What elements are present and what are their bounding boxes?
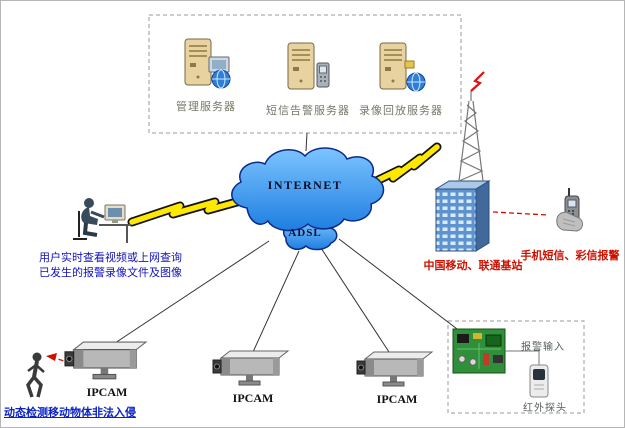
ipcam-icon <box>64 341 147 380</box>
alarm-input-label: 报警输入 <box>521 342 565 353</box>
base-station-label: 中国移动、联通基站 <box>423 260 523 272</box>
internet-label: INTERNET <box>267 178 343 192</box>
user-caption-line2: 已发生的报警录像文件及图像 <box>39 267 182 279</box>
pcb-to-sensor-wire <box>505 350 540 365</box>
adsl-label: ADSL <box>288 227 322 239</box>
sms-alert-server-label: 短信告警服务器 <box>266 105 350 117</box>
detection-arrowhead <box>46 353 57 361</box>
user-workstation-icon <box>73 198 131 243</box>
user-caption-line1: 用户实时查看视频或上网查询 <box>39 252 182 264</box>
ipcam-icon <box>356 351 433 387</box>
user-caption: 用户实时查看视频或上网查询 已发生的报警录像文件及图像 <box>39 251 182 281</box>
management-server-label: 管理服务器 <box>176 101 236 113</box>
alarm-group-box <box>447 320 585 414</box>
internet-cloud <box>231 147 385 251</box>
ipcam-label: IPCAM <box>376 392 418 406</box>
radio-signal-bolt-icon <box>470 71 485 92</box>
infrared-detector-icon <box>529 364 549 398</box>
ipcam-icon <box>212 350 289 386</box>
infrared-detector-label: 红外探头 <box>523 403 567 414</box>
connection-lines <box>108 132 462 353</box>
lightning-bolt-right-icon <box>363 142 442 190</box>
mobile-alert-label: 手机短信、彩信报警 <box>520 250 620 262</box>
management-server-icon <box>184 38 231 89</box>
walking-intruder-icon <box>26 352 45 398</box>
playback-server-icon <box>379 42 426 92</box>
alarm-pcb-icon <box>452 328 506 374</box>
servers-group-box <box>148 14 462 134</box>
lightning-bolt-left-icon <box>127 195 249 227</box>
mobile-phone-hand-icon <box>556 188 583 232</box>
sms-alert-server-icon <box>287 42 330 90</box>
ipcam-label: IPCAM <box>232 391 274 405</box>
intrusion-note-label: 动态检测移动物体非法入侵 <box>4 407 136 419</box>
ipcam-label: IPCAM <box>86 385 128 399</box>
antenna-tower-icon <box>458 91 484 182</box>
base-station-building-icon <box>434 180 491 252</box>
playback-server-label: 录像回放服务器 <box>359 105 443 117</box>
